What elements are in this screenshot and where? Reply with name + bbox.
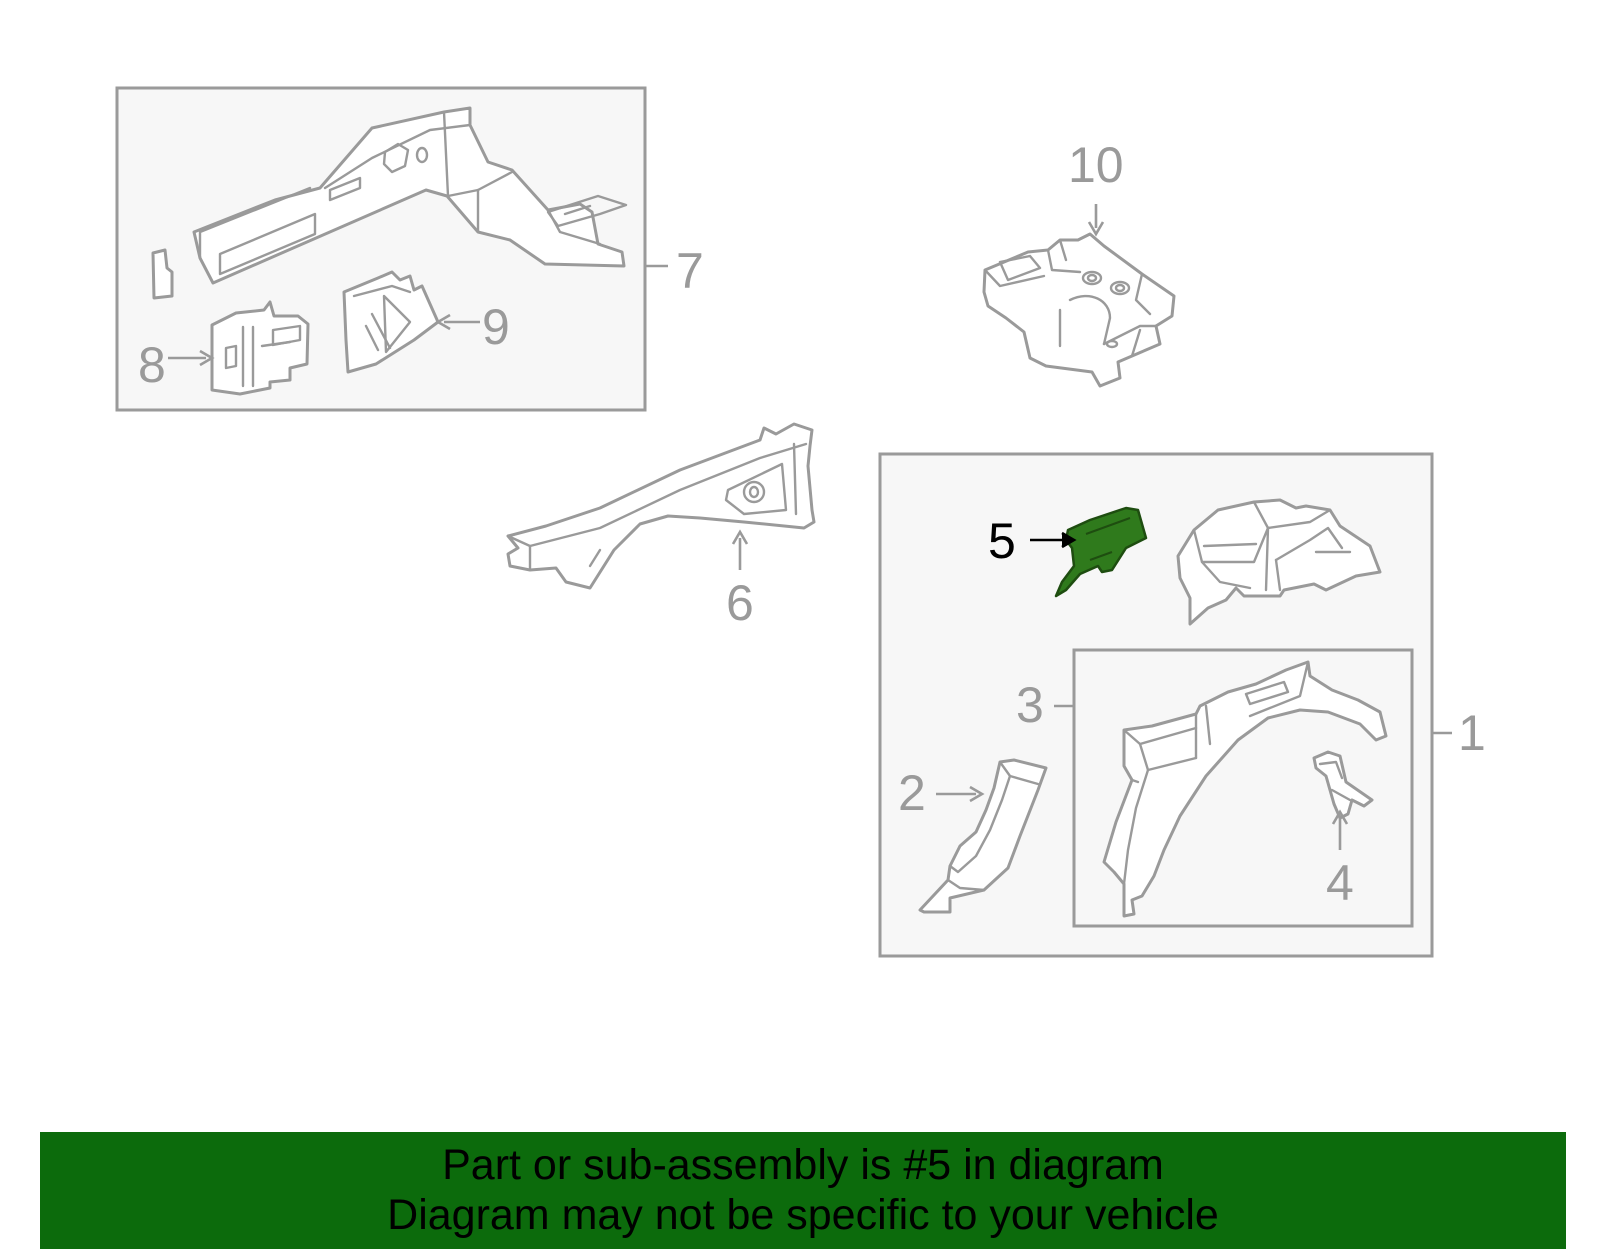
callout-9[interactable]: 9: [482, 299, 510, 355]
callout-6[interactable]: 6: [726, 575, 754, 631]
part-10[interactable]: [982, 232, 1176, 388]
leader-lines: [168, 204, 1452, 850]
info-banner: Part or sub-assembly is #5 in diagram Di…: [40, 1132, 1566, 1249]
callout-labels: 1 2 3 4 5 6 7 8 9 10: [138, 137, 1486, 911]
callout-4[interactable]: 4: [1326, 855, 1354, 911]
part-5-highlighted[interactable]: [1054, 506, 1148, 598]
part-9[interactable]: [342, 270, 440, 374]
banner-disclaimer: Diagram may not be specific to your vehi…: [387, 1191, 1219, 1239]
callout-1[interactable]: 1: [1458, 705, 1486, 761]
callout-8[interactable]: 8: [138, 337, 166, 393]
group-box-3: [1072, 648, 1414, 928]
part-7-rail[interactable]: [192, 106, 628, 285]
part-8[interactable]: [210, 300, 310, 396]
callout-3[interactable]: 3: [1016, 677, 1044, 733]
group-box-7: [115, 86, 647, 412]
callout-2[interactable]: 2: [898, 765, 926, 821]
part-2[interactable]: [918, 758, 1048, 914]
callout-10[interactable]: 10: [1068, 137, 1124, 193]
part-3[interactable]: [1102, 660, 1388, 918]
callout-5[interactable]: 5: [988, 513, 1016, 569]
banner-part-note: Part or sub-assembly is #5 in diagram: [442, 1141, 1164, 1189]
part-6[interactable]: [506, 422, 816, 590]
group-box-1: [878, 452, 1434, 958]
part-1-upper[interactable]: [1176, 498, 1382, 626]
part-7-tab[interactable]: [151, 248, 174, 300]
part-4[interactable]: [1312, 750, 1374, 820]
callout-7[interactable]: 7: [676, 243, 704, 299]
